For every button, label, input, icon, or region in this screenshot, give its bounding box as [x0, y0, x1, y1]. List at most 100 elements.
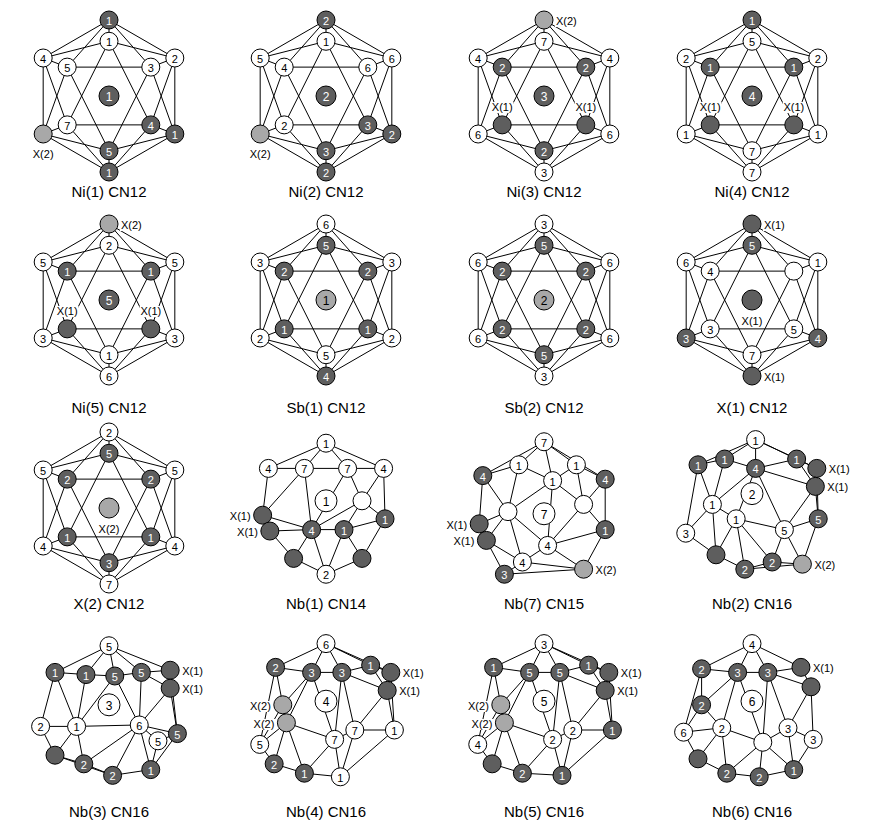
atom-number: 6	[681, 728, 687, 739]
site-label-holder: X(1)	[398, 682, 421, 698]
atom-circle	[677, 524, 695, 542]
atom-number: 1	[573, 461, 579, 472]
bond-edge	[109, 41, 175, 58]
bond-edge	[43, 338, 109, 376]
atom-circle	[331, 768, 349, 786]
atom-number-holder: 1	[491, 659, 497, 675]
central-atom	[99, 86, 119, 106]
atom-circle	[142, 320, 160, 338]
atom-number-holder: 4	[707, 263, 713, 279]
atom-circle	[317, 635, 335, 653]
atom-number-holder: 7	[345, 460, 351, 476]
atom-circle	[802, 678, 820, 696]
bond-edge	[502, 124, 586, 125]
atom-number-holder: 2	[583, 59, 589, 75]
atom-circle	[265, 755, 283, 773]
atom-number-holder: 6	[323, 636, 329, 652]
atom-circle	[743, 11, 761, 29]
bond-edge	[686, 134, 752, 151]
atom-number-holder: 3	[339, 664, 345, 680]
atom-circle	[251, 125, 269, 143]
polyhedron-caption: Sb(2) CN12	[504, 400, 583, 415]
bond-edge	[710, 271, 752, 355]
atom-number: 1	[794, 455, 800, 466]
bond-edge	[609, 262, 610, 338]
atom-number-holder: 3	[785, 720, 791, 736]
bond-edge	[502, 67, 586, 68]
atom-number-holder: 1	[550, 473, 556, 489]
polyhedron-caption-holder: Nb(2) CN16	[712, 596, 792, 612]
atom-number: 3	[365, 121, 371, 132]
atom-number: 1	[586, 661, 592, 672]
atom-circle	[601, 253, 619, 271]
polyhedron-caption-holder: Ni(1) CN12	[71, 184, 146, 200]
site-label-holder: X(2)	[467, 697, 490, 713]
atom-number-holder: 6	[475, 330, 481, 346]
atom-circle	[701, 262, 719, 280]
central-atom	[315, 490, 337, 512]
atom-number-holder: 1	[609, 722, 615, 738]
site-label-holder: X(1)	[139, 302, 162, 318]
bond-edge	[326, 338, 392, 355]
atom-number: 3	[40, 334, 46, 345]
atom-circle	[106, 667, 124, 685]
site-label-holder: X(1)	[828, 460, 851, 476]
bond-edge	[686, 262, 687, 338]
atom-number-holder: 4	[309, 522, 315, 538]
atom-number: 2	[148, 475, 154, 486]
atom-circle	[493, 262, 511, 280]
atom-number-holder: 2	[541, 292, 548, 308]
atom-circle	[385, 721, 403, 739]
atom-number: 3	[339, 668, 345, 679]
atom-circle	[166, 49, 184, 67]
atom-number: 6	[365, 63, 371, 74]
atom-circle	[809, 329, 827, 347]
atom-number: 5	[64, 63, 70, 74]
atom-number: 4	[309, 526, 315, 537]
atom-circle	[34, 537, 52, 555]
site-label: X(1)	[181, 684, 204, 695]
atom-number: 1	[609, 726, 615, 737]
atom-circle	[577, 116, 595, 134]
atom-number: 1	[148, 267, 154, 278]
atom-number: 2	[365, 267, 371, 278]
bond-edge	[710, 67, 794, 68]
atom-circle	[317, 11, 335, 29]
central-atom	[741, 690, 763, 712]
bond-edge	[67, 124, 151, 125]
atom-number-holder: 5	[815, 511, 821, 527]
atom-number: 6	[683, 258, 689, 269]
bond-edge	[502, 271, 544, 355]
atom-number-holder: 1	[323, 33, 329, 49]
atom-number: 1	[83, 671, 89, 682]
central-atom	[315, 690, 337, 712]
atom-number-holder: 4	[281, 59, 287, 75]
atom-circle	[513, 764, 531, 782]
atom-circle	[100, 215, 118, 233]
bond-edge	[502, 245, 544, 329]
atom-circle	[677, 125, 695, 143]
bond-edge	[284, 67, 326, 151]
polyhedron	[469, 215, 619, 385]
atom-number: 6	[475, 258, 481, 269]
atom-number-holder: 2	[389, 330, 395, 346]
atom-number-holder: 3	[501, 566, 507, 582]
bond-edge	[478, 134, 544, 172]
polyhedron-caption-holder: X(1) CN12	[717, 400, 788, 416]
atom-number: 5	[40, 258, 46, 269]
atom-circle	[100, 163, 118, 181]
atom-number: 6	[389, 54, 395, 65]
atom-number-holder: 2	[583, 263, 589, 279]
atom-number: 2	[273, 663, 279, 674]
atom-circle	[809, 125, 827, 143]
atom-number: 2	[719, 724, 725, 735]
atom-circle	[469, 253, 487, 271]
atom-number-holder: 7	[64, 117, 70, 133]
atom-number-holder: 4	[265, 460, 271, 476]
bond-edge	[326, 20, 392, 58]
bond-edge	[43, 546, 109, 584]
atom-circle	[577, 262, 595, 280]
atom-number: 1	[106, 37, 112, 48]
site-label: X(2)	[467, 701, 490, 712]
atom-circle	[495, 565, 513, 583]
